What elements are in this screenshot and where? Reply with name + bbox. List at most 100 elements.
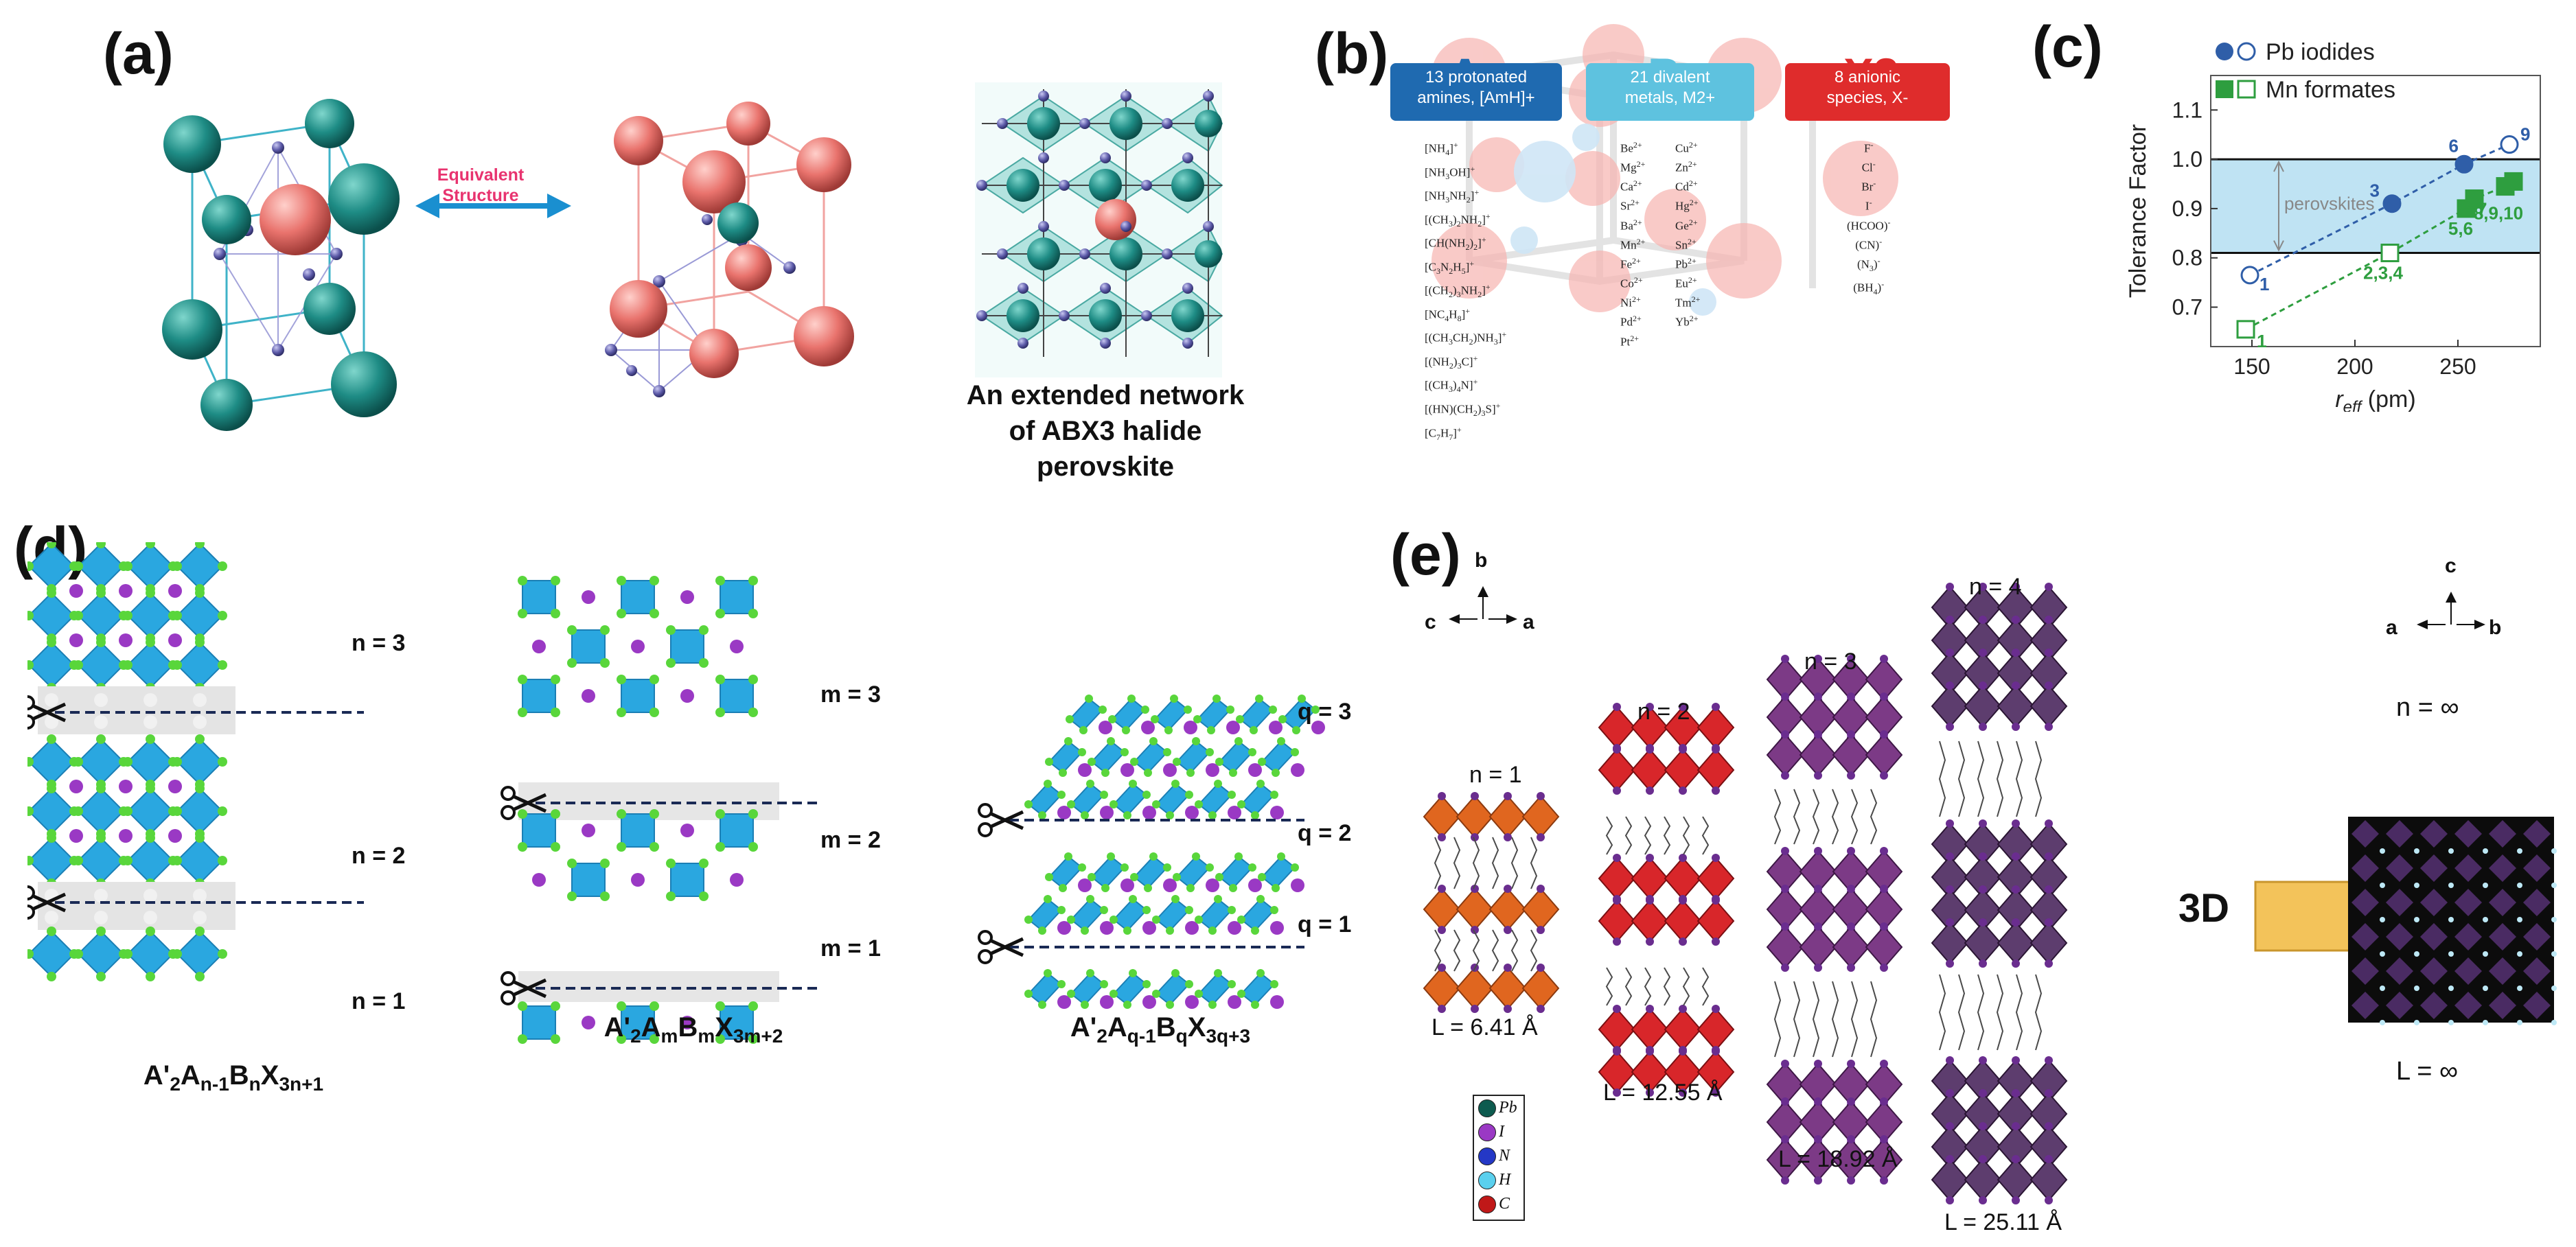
halide-atom: [1272, 769, 1280, 777]
organic-spacer: [1977, 741, 1985, 817]
octahedron: [176, 930, 224, 978]
octahedron: [126, 837, 174, 885]
halide-atom: [518, 675, 527, 684]
halide-atom: [1152, 800, 1160, 808]
halide-atom: [96, 926, 106, 936]
pb-octahedron: [1997, 684, 2035, 728]
cube-atoms-b: [605, 102, 854, 397]
spacer-cation: [193, 715, 207, 729]
h-atom: [2551, 883, 2557, 888]
organic-spacer: [1434, 837, 1442, 889]
pb-octahedron: [1598, 748, 1636, 792]
octahedron: [720, 813, 754, 848]
halide-atom: [73, 856, 83, 865]
pb-octahedron: [1931, 684, 1969, 728]
mn-formate-point: [2236, 320, 2255, 339]
octahedron: [27, 930, 76, 978]
halide-atom: [1120, 863, 1129, 872]
halide-atom: [1079, 726, 1088, 734]
octahedron: [77, 641, 125, 689]
iodide-atom: [1712, 937, 1720, 946]
iodide-atom: [1679, 745, 1687, 754]
halide-atom: [27, 856, 34, 865]
scissors-icon: [978, 803, 1024, 837]
halide-atom: [649, 842, 659, 852]
a-cation: [119, 780, 133, 793]
iodide-atom: [1847, 1097, 1855, 1106]
e-n4-label: n = 4: [1969, 574, 2022, 600]
iodide-atom: [2045, 819, 2053, 828]
d1-layer-label-1: n = 1: [352, 988, 406, 1014]
octahedron: [1027, 898, 1063, 932]
halide-atom: [73, 757, 83, 767]
pb-octahedron: [1997, 1158, 2035, 1202]
caption-line-3: perovskite: [1036, 452, 1175, 482]
octahedron: [1070, 898, 1105, 932]
iodide-atom: [1679, 786, 1687, 795]
halide-atom: [1234, 737, 1243, 745]
iodide-atom: [1712, 1088, 1720, 1097]
h-atom: [2517, 883, 2522, 888]
pb-octahedron: [1664, 748, 1702, 792]
halide-atom: [27, 949, 34, 959]
octahedron: [1112, 972, 1148, 1006]
octahedron: [720, 580, 754, 614]
amine-item: [(CH3)2NH2]+: [1425, 211, 1491, 229]
formula-n-series: A'2An-1BnX3n+1: [143, 1060, 324, 1095]
octahedron: [1048, 740, 1083, 774]
organic-spacer: [2015, 741, 2023, 817]
pb-iodide-point: [2454, 154, 2474, 174]
halide-atom: [1166, 811, 1174, 819]
octahedron: [77, 930, 125, 978]
octahedron: [1261, 855, 1296, 889]
h-atom: [2380, 848, 2385, 854]
organic-spacer: [1957, 974, 1966, 1051]
halide-atom: [172, 611, 182, 620]
iodide-atom: [2045, 1155, 2053, 1163]
spacer-cation: [45, 911, 58, 924]
h-atom: [2483, 917, 2488, 922]
iodide-atom: [1438, 926, 1446, 934]
halide-atom: [617, 576, 626, 585]
iodide-atom: [2012, 852, 2020, 861]
a-cation: [1100, 921, 1114, 935]
octahedron: [126, 641, 174, 689]
octahedron: [27, 738, 76, 786]
legend-label: Pb: [1499, 1099, 1517, 1117]
crystal-n4: [1931, 583, 2068, 1204]
halide-atom: [1163, 863, 1171, 872]
legend-marker-filled: [2216, 80, 2233, 98]
col-x-box-line2: species, X-: [1826, 89, 1909, 107]
metal-item: Tm2+: [1675, 294, 1701, 310]
h-atom: [2551, 986, 2557, 991]
organic-spacer: [1793, 789, 1801, 845]
metal-item: Pb2+: [1675, 255, 1697, 271]
pb-iodide-point: [2240, 266, 2259, 285]
equivalent-structure-label: Equivalent Structure: [437, 165, 525, 205]
metal-item: Co2+: [1620, 275, 1643, 290]
pb-octahedron: [2420, 957, 2448, 985]
octahedron: [1155, 782, 1191, 817]
octahedron: [1197, 898, 1233, 932]
point-label: 7: [2477, 199, 2487, 220]
x-axis-label: reff (pm): [2335, 386, 2415, 412]
crystal-n3: [1766, 655, 1903, 1185]
octahedron: [176, 542, 224, 590]
octahedron: [77, 787, 125, 835]
pb-octahedron: [1488, 887, 1527, 931]
iodide-atom: [1613, 1005, 1621, 1013]
axis-triad-right: [2417, 592, 2485, 629]
iodide-atom: [1781, 655, 1789, 663]
pb-octahedron: [2420, 820, 2448, 848]
organic-spacer: [1472, 929, 1480, 972]
organic-spacer: [1663, 816, 1671, 855]
halide-atom: [1044, 969, 1052, 977]
halide-atom: [1270, 980, 1278, 988]
halide-atom: [1236, 715, 1244, 723]
iodide-atom: [1679, 896, 1687, 905]
caption-line-1: An extended network: [966, 380, 1245, 410]
iodide-atom: [2012, 616, 2020, 624]
halide-atom: [1142, 906, 1151, 914]
octahedron: [1218, 855, 1254, 889]
iodide-atom: [1438, 885, 1446, 893]
